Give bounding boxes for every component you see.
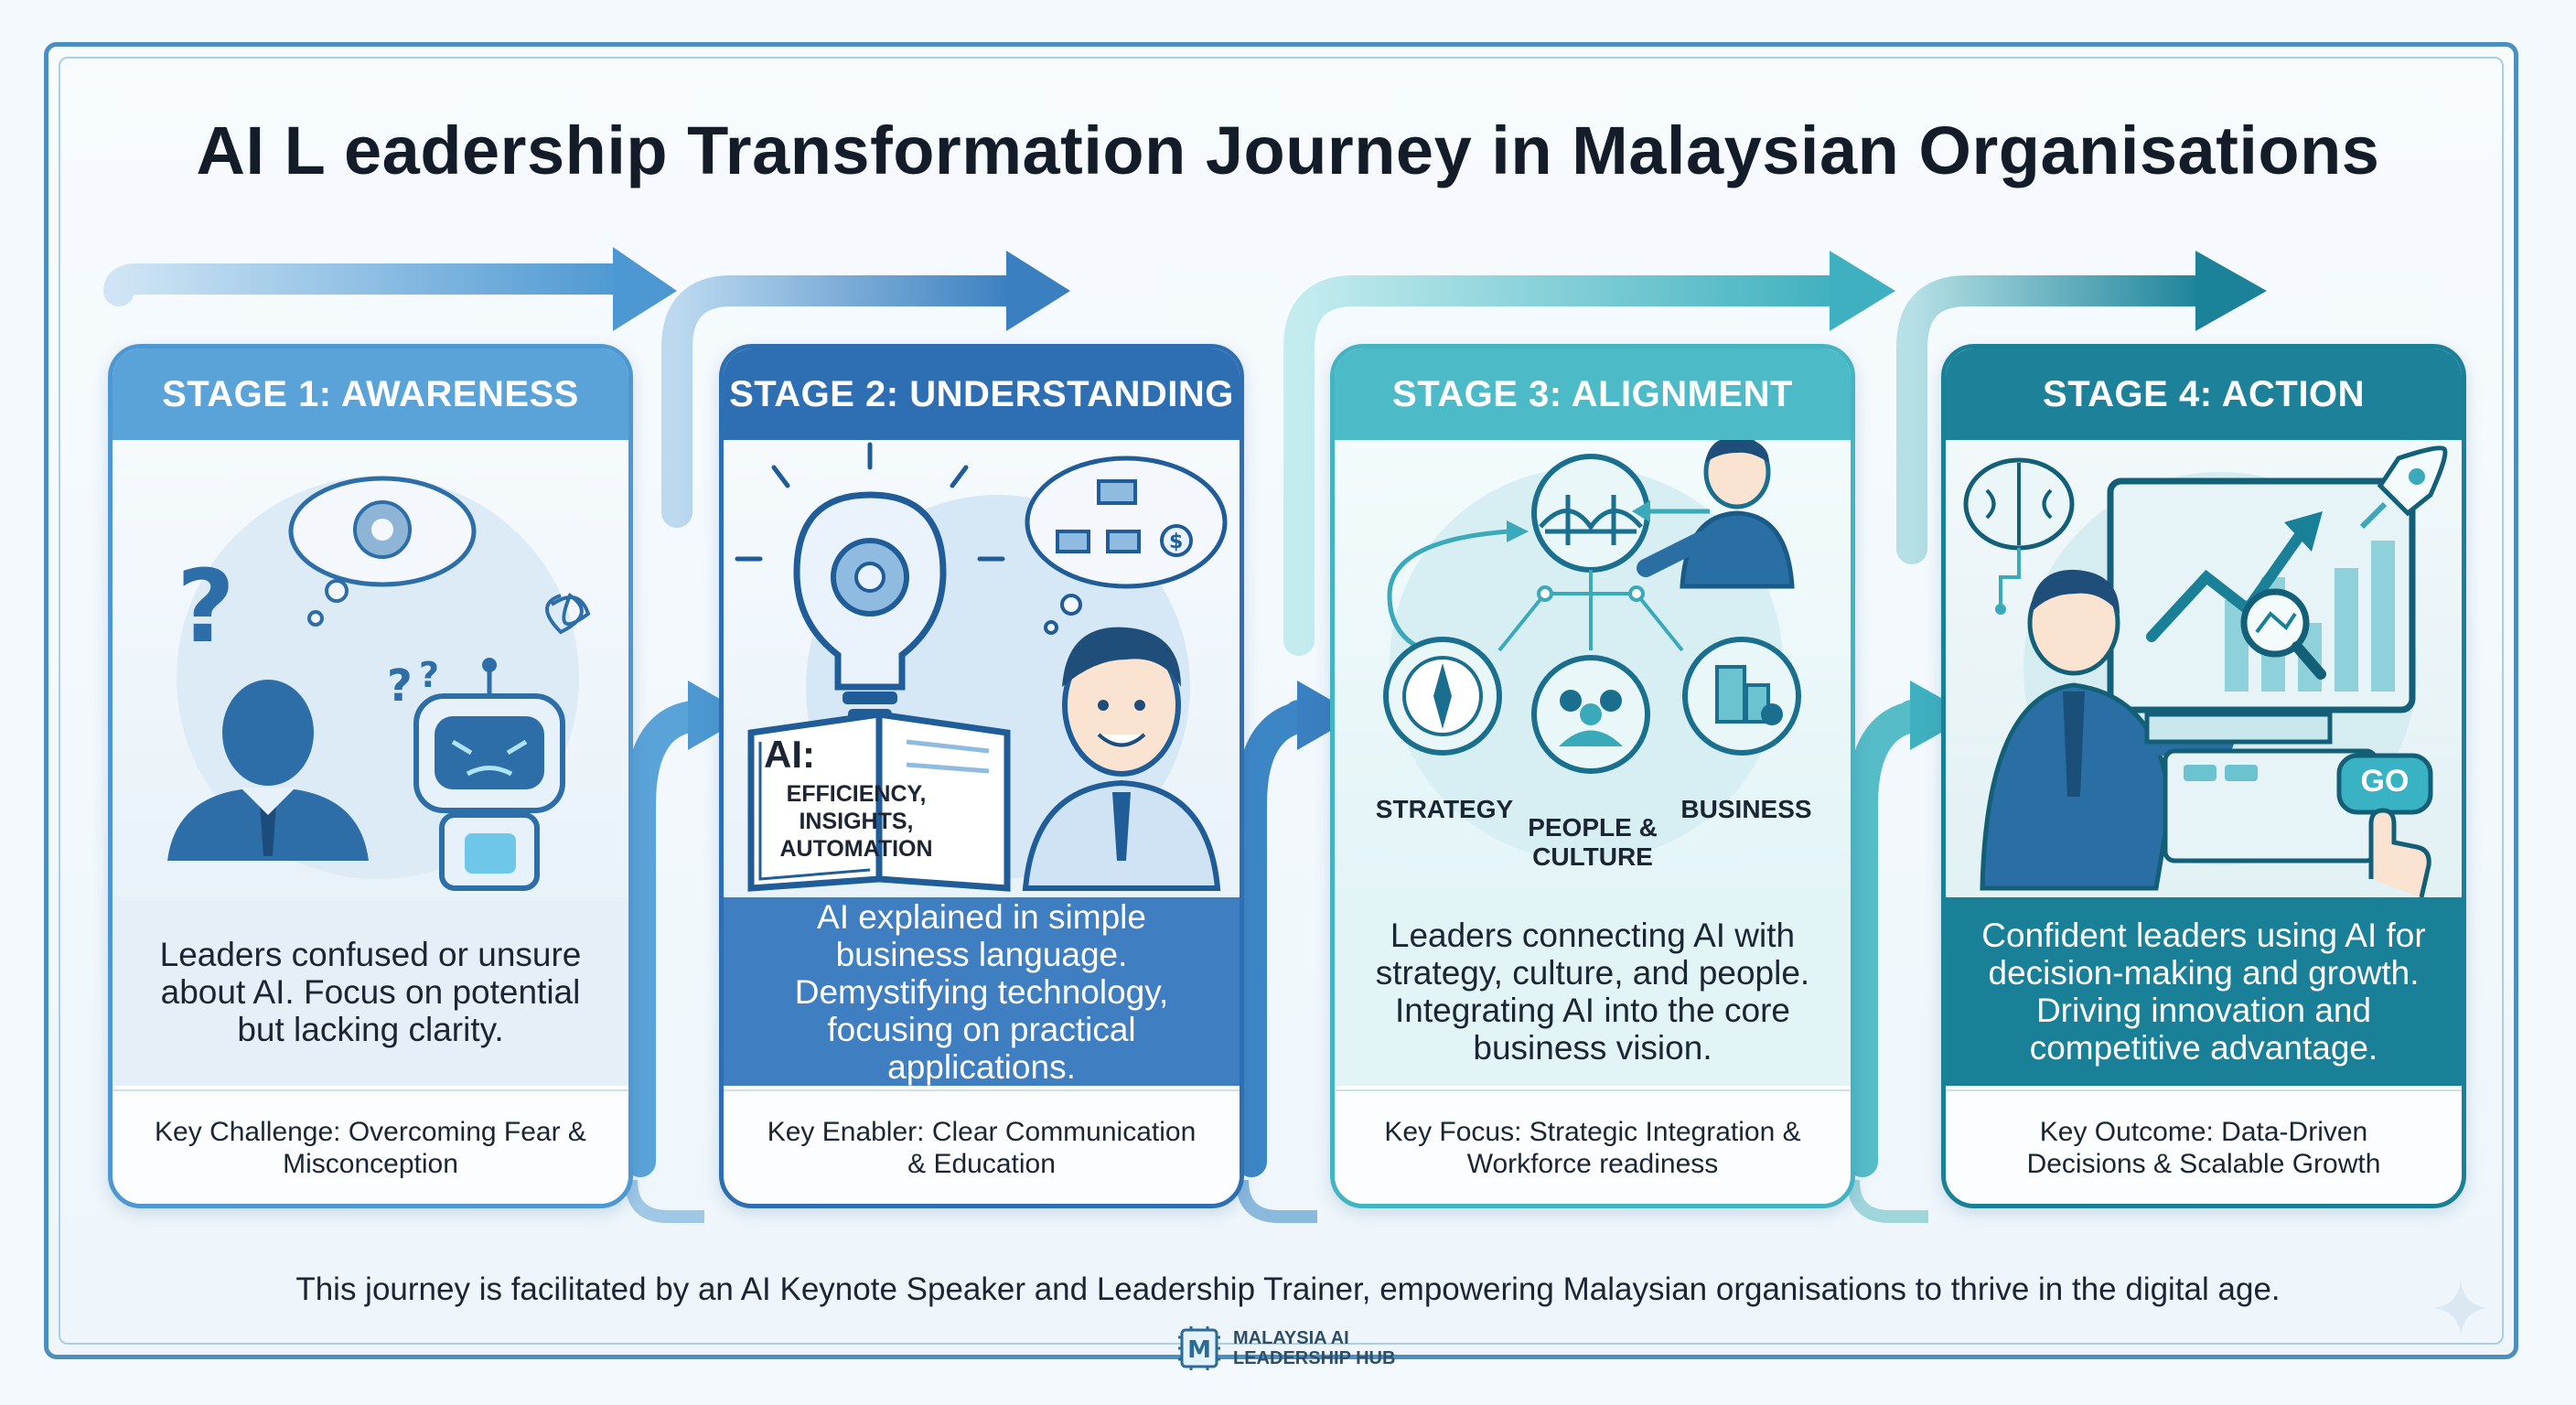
stage-header: STAGE 1: AWARENESS bbox=[113, 349, 628, 440]
stage-illustration: GO bbox=[1946, 440, 2462, 898]
svg-text:?: ? bbox=[177, 548, 235, 665]
stage-key-label: Key Outcome: Data-Driven Decisions & Sca… bbox=[1946, 1089, 2462, 1204]
stage-card-alignment: STAGE 3: ALIGNMENT bbox=[1330, 344, 1855, 1208]
people-culture-label: PEOPLE & CULTURE bbox=[1528, 813, 1658, 871]
bridge-circle-icon bbox=[1531, 454, 1650, 573]
top-arrow-4 bbox=[1896, 251, 2267, 564]
top-arrow-1 bbox=[103, 247, 677, 331]
stage-illustration: STRATEGY PEOPLE & CULTURE BUSINESS bbox=[1335, 434, 1851, 897]
connector-arrow-1 bbox=[625, 681, 748, 1177]
open-book-icon bbox=[747, 710, 1011, 892]
go-button-icon bbox=[2336, 753, 2433, 898]
book-title: AI: bbox=[764, 733, 815, 776]
business-label: BUSINESS bbox=[1680, 795, 1812, 823]
stage-illustration: ? ? ? bbox=[113, 440, 628, 897]
lightbulb-gear-icon bbox=[735, 442, 1005, 722]
stage-header: STAGE 2: UNDERSTANDING bbox=[724, 349, 1240, 440]
svg-text:$: $ bbox=[1169, 531, 1183, 553]
connector-arrow-2 bbox=[1236, 681, 1358, 1177]
stage-key-label: Key Focus: Strategic Integration & Workf… bbox=[1335, 1089, 1851, 1204]
stage-card-action: STAGE 4: ACTION bbox=[1941, 344, 2466, 1208]
smiling-person-icon bbox=[1022, 627, 1221, 891]
logo: M MALAYSIA AI LEADERSHIP HUB bbox=[1176, 1323, 1395, 1374]
stage-illustration: $ AI: EFFICIENCY, INSIGHTS, AUTOMAT bbox=[724, 440, 1240, 897]
monitor-chart-icon bbox=[2107, 477, 2416, 713]
rocket-icon bbox=[2359, 445, 2448, 530]
book-text: EFFICIENCY, INSIGHTS, AUTOMATION bbox=[779, 781, 933, 862]
svg-text:?: ? bbox=[419, 655, 439, 695]
console-desk-icon bbox=[2144, 712, 2378, 863]
strategy-label: STRATEGY bbox=[1375, 795, 1514, 823]
logo-line-2: LEADERSHIP HUB bbox=[1233, 1348, 1396, 1368]
stage-header: STAGE 3: ALIGNMENT bbox=[1335, 349, 1851, 440]
person-silhouette-icon bbox=[167, 680, 369, 861]
logo-chip-icon: M bbox=[1178, 1326, 1220, 1370]
presenter-person-icon bbox=[1637, 434, 1795, 589]
stage-key-label: Key Enabler: Clear Communication & Educa… bbox=[724, 1089, 1240, 1204]
stage-card-understanding: STAGE 2: UNDERSTANDING $ bbox=[719, 344, 1244, 1208]
inner-frame bbox=[59, 57, 2504, 1345]
logo-line-1: MALAYSIA AI bbox=[1233, 1328, 1349, 1348]
svg-text:?: ? bbox=[387, 660, 413, 712]
stage-description: Leaders confused or unsure about AI. Foc… bbox=[113, 897, 628, 1086]
logo-letter: M bbox=[1187, 1336, 1211, 1364]
confused-robot-icon: ? ? bbox=[387, 592, 591, 891]
question-mark-icon: ? bbox=[177, 548, 235, 665]
stage-description: Leaders connecting AI with strategy, cul… bbox=[1335, 897, 1851, 1086]
compass-icon bbox=[1383, 637, 1502, 756]
go-button-label: GO bbox=[2360, 764, 2410, 799]
page-title: AI L eadership Transformation Journey in… bbox=[196, 113, 2380, 188]
flowchart-cloud-icon: $ bbox=[1025, 456, 1228, 635]
footer-caption: This journey is facilitated by an AI Key… bbox=[295, 1271, 2281, 1307]
brain-icon bbox=[1963, 457, 2075, 615]
thought-cloud-icon bbox=[288, 476, 477, 627]
stage-card-awareness: STAGE 1: AWARENESS ? ? ? bbox=[108, 344, 633, 1208]
top-arrow-3 bbox=[1283, 251, 1895, 656]
sparkle-icon bbox=[2433, 1281, 2488, 1335]
logo-text: MALAYSIA AI LEADERSHIP HUB bbox=[1233, 1328, 1395, 1368]
stage-header: STAGE 4: ACTION bbox=[1946, 349, 2462, 440]
people-culture-icon bbox=[1531, 655, 1650, 774]
stage-description: Confident leaders using AI for decision-… bbox=[1946, 897, 2462, 1086]
business-building-icon bbox=[1682, 637, 1801, 756]
stage-description: AI explained in simple business language… bbox=[724, 897, 1240, 1086]
top-arrow-2 bbox=[661, 251, 1070, 528]
stage-key-label: Key Challenge: Overcoming Fear & Misconc… bbox=[113, 1089, 628, 1204]
